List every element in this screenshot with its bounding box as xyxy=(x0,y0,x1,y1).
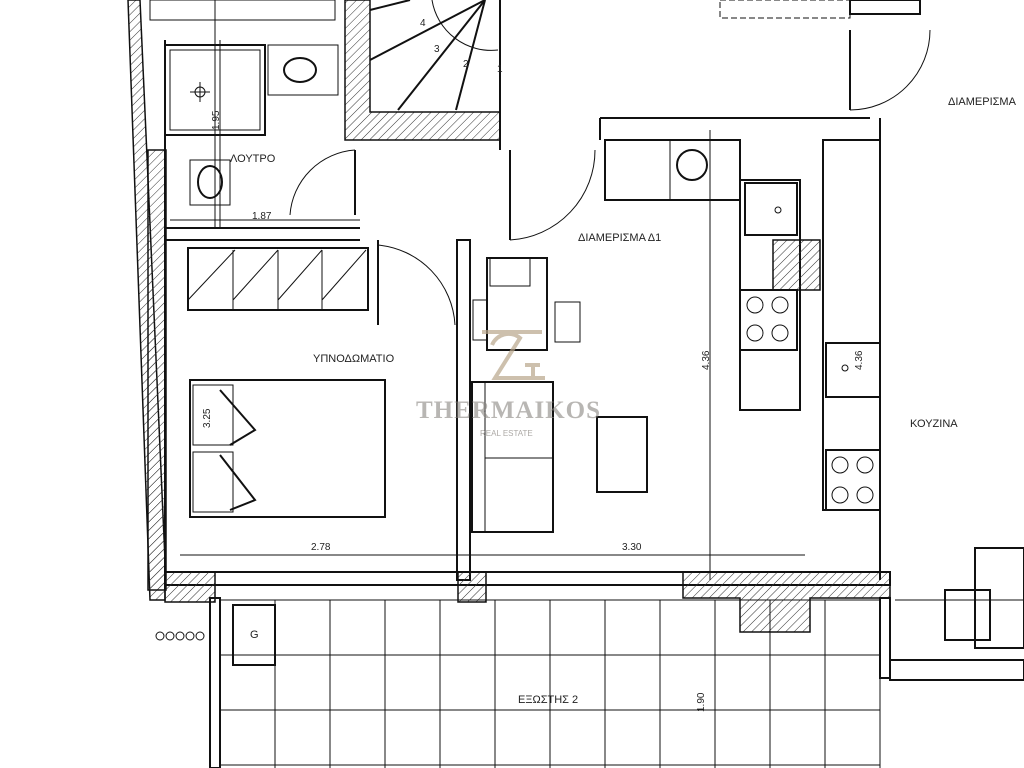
watermark-logo: THERMAIKOS REAL ESTATE xyxy=(416,330,601,438)
stair-step-3: 3 xyxy=(434,44,440,55)
kitchen xyxy=(604,118,881,580)
room-label-kitchen: ΚΟΥΖΙΝΑ xyxy=(910,418,958,430)
watermark-brand: THERMAIKOS xyxy=(416,397,601,424)
toilet-icon xyxy=(197,165,223,199)
dim-bath-width: 1.87 xyxy=(252,211,272,222)
room-label-bathroom: ΛΟΥΤΡΟ xyxy=(230,153,276,165)
stair-step-1: 1 xyxy=(497,64,503,75)
stair-step-2: 2 xyxy=(463,59,469,70)
cooktop-icon xyxy=(739,289,798,351)
room-label-apartment: ΔΙΑΜΕΡΙΣΜΑ Δ1 xyxy=(578,232,661,244)
bed-icon xyxy=(189,379,386,518)
bedroom xyxy=(187,240,456,518)
stair-step-4: 4 xyxy=(420,18,426,29)
washing-machine-icon xyxy=(676,149,708,181)
dim-kitchen-depth: 4.36 xyxy=(854,350,865,370)
dim-balcony-depth: 1.90 xyxy=(696,692,707,712)
dim-living-width: 3.30 xyxy=(622,542,642,553)
dim-living-depth: 4.36 xyxy=(701,350,712,370)
sofa-icon xyxy=(471,381,554,533)
room-label-balcony: ΕΞΩΣΤΗΣ 2 xyxy=(518,694,578,706)
room-label-bedroom: ΥΠΝΟΔΩΜΑΤΙΟ xyxy=(313,353,395,365)
dim-bed: 3.25 xyxy=(202,408,213,428)
left-exterior-wall xyxy=(127,0,205,641)
bathroom xyxy=(149,0,360,241)
dimension-lines xyxy=(170,40,805,556)
entry-door xyxy=(509,0,931,241)
coffee-table-icon xyxy=(596,416,648,493)
room-label-neighbor: ΔΙΑΜΕΡΙΣΜΑ xyxy=(948,96,1017,108)
neighbor-area xyxy=(889,547,1024,681)
balcony: G xyxy=(219,599,881,768)
living-room xyxy=(456,130,711,581)
staircase: 1 2 3 4 xyxy=(344,0,503,150)
kitchen-sink-2-icon xyxy=(825,342,881,398)
dim-bath-height: 1.95 xyxy=(211,110,222,130)
boiler-label: G xyxy=(250,629,259,641)
kitchen-sink-icon xyxy=(744,182,798,236)
bottom-wall xyxy=(164,571,891,768)
dim-bedroom-width: 2.78 xyxy=(311,542,331,553)
boiler-box xyxy=(232,604,276,666)
watermark-tagline: REAL ESTATE xyxy=(480,429,533,438)
bath-sink-icon xyxy=(283,57,317,83)
